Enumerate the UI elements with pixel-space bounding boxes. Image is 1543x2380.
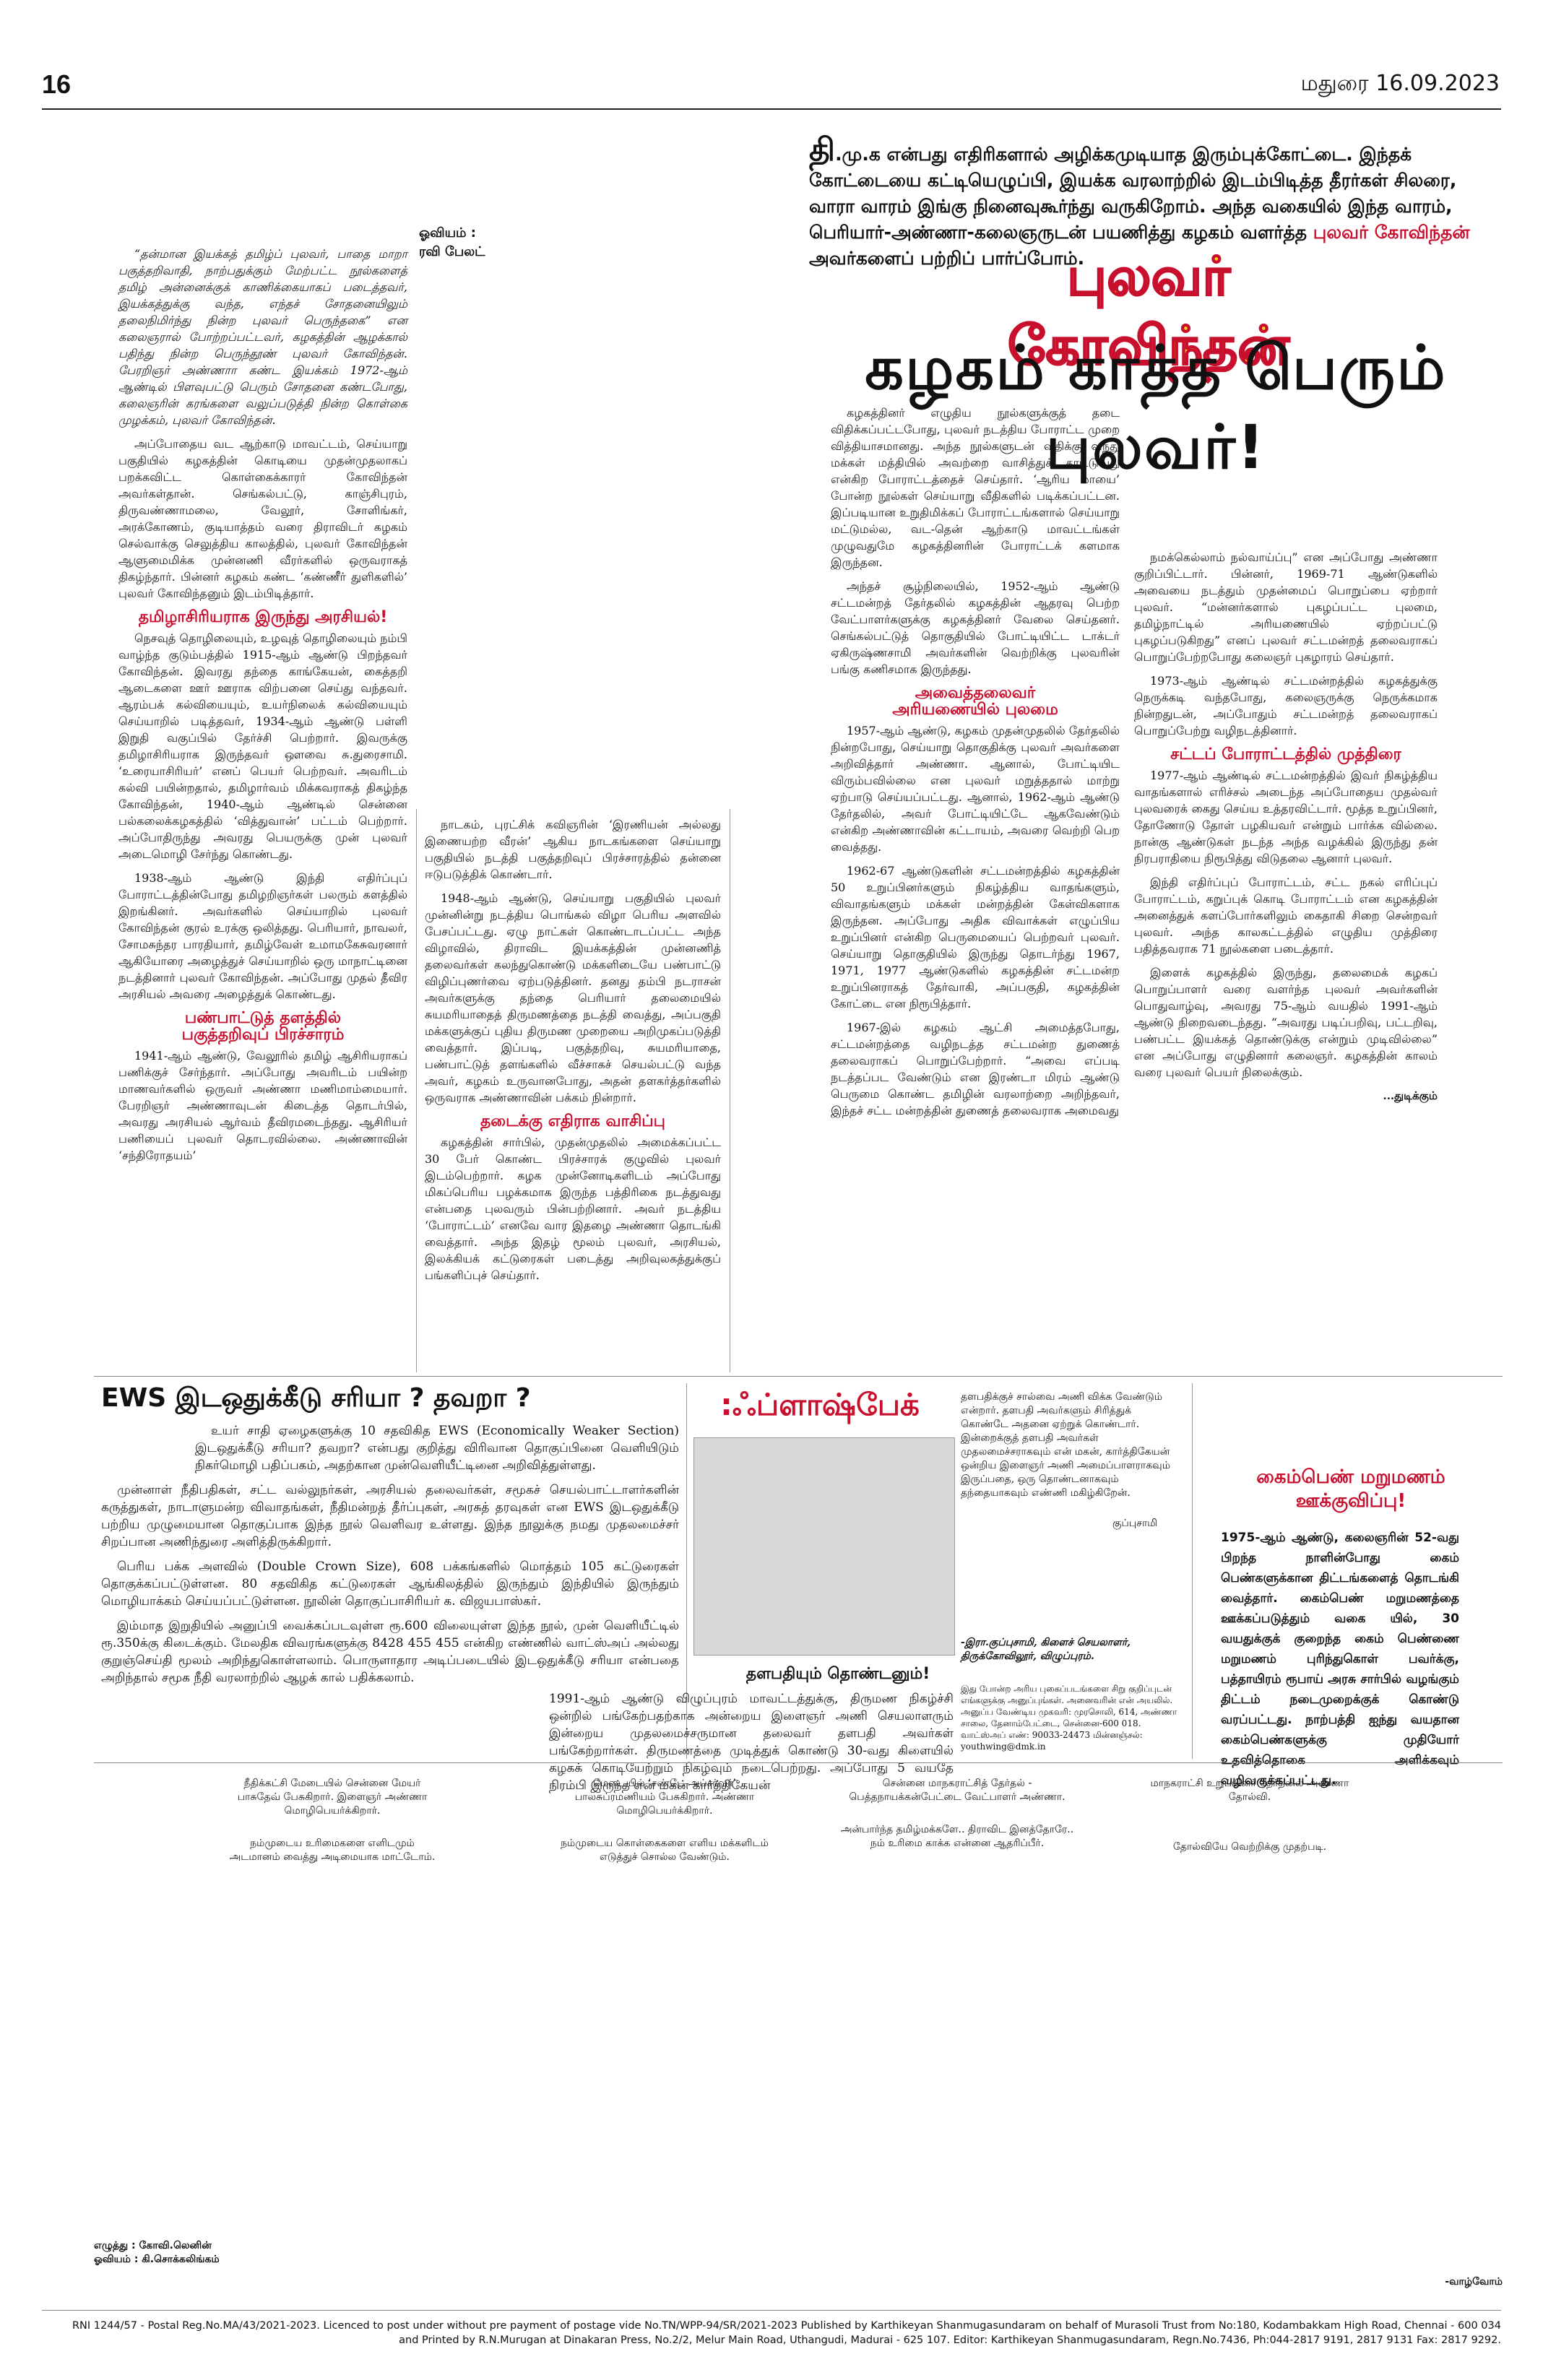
footer-line: and Printed by R.N.Murugan at Dinakaran … xyxy=(399,2334,1501,2346)
intro-tail: அவர்களைப் பற்றிப் பார்ப்போம். xyxy=(809,248,1085,269)
headline-kicker-text: புலவர் கோவிந்தன் xyxy=(1007,245,1290,378)
flashback-subheading: தளபதியும் தொண்டனும்! xyxy=(745,1665,930,1683)
ews-paragraph: பெரிய பக்க அளவில் (Double Crown Size), 6… xyxy=(101,1559,679,1609)
section-rule xyxy=(94,1762,1503,1763)
flashback-byline: -இரா.குப்புசாமி, கிளைச் செயலாளர், திருக்… xyxy=(961,1637,1131,1662)
col4-paragraph: இளைக் கழகத்தில் இருந்து, தலைமைக் கழகப் ப… xyxy=(1134,966,1438,1079)
footer-line: RNI 1244/57 - Postal Reg.No.MA/43/2021-2… xyxy=(72,2320,1501,2332)
ews-paragraph: உயர் சாதி ஏழைகளுக்கு 10 சதவிகித EWS (Eco… xyxy=(195,1424,679,1473)
col1-paragraph: 1938-ஆம் ஆண்டு இந்தி எதிர்ப்புப் போராட்ட… xyxy=(118,871,407,1001)
cartoon-caption: மாநகராட்சி உறுப்பினர் தேர்தலில் அண்ணா தோ… xyxy=(1150,1778,1349,1803)
article-column-3: கழகத்தினர் எழுதிய நூல்களுக்குத் தடை விதி… xyxy=(831,404,1120,1126)
col2-subheading: தடைக்கு எதிராக வாசிப்பு xyxy=(480,1112,666,1130)
footer-rule xyxy=(42,2310,1501,2311)
col4-paragraph: 1973-ஆம் ஆண்டில் சட்டமன்றத்தில் கழகத்துக… xyxy=(1134,674,1438,737)
column-divider xyxy=(416,809,417,1372)
col4-subheading: சட்டப் போராட்டத்தில் முத்திரை xyxy=(1170,745,1401,763)
cartoon-speech: நம்முடைய கொள்கைகளை எளிய மக்களிடம் எடுத்த… xyxy=(561,1838,769,1863)
column-divider xyxy=(1192,1383,1193,1759)
col2-paragraph: நாடகம், புரட்சிக் கவிஞரின் ‘இரணியன் அல்ல… xyxy=(425,818,721,881)
cartoon-caption: சென்னை மாநகராட்சித் தேர்தல் - பெத்தநாயக்… xyxy=(849,1778,1066,1803)
ews-body: உயர் சாதி ஏழைகளுக்கு 10 சதவிகித EWS (Eco… xyxy=(101,1422,679,1474)
cartoon-tail: -வாழ்வோம் xyxy=(1445,2276,1503,2288)
cartoon-panel-1: நீதிக்கட்சி மேடையில் சென்னை மேயர் பாசுதே… xyxy=(224,1777,441,1864)
col1-paragraph: அப்போதைய வட ஆற்காடு மாவட்டம், செய்யாறு ப… xyxy=(118,437,407,600)
flashback-photo xyxy=(693,1437,955,1656)
intro-drop-letter: தி xyxy=(809,131,836,168)
col1-paragraph: நெசவுத் தொழிலையும், உழவுத் தொழிலையும் நம… xyxy=(118,631,407,861)
flashback-story: 1991-ஆம் ஆண்டு விழுப்புரம் மாவட்டத்துக்க… xyxy=(549,1690,954,1794)
cartoon-credits: எழுத்து : கோவி.லெனின் ஓவியம் : கி.சொக்கல… xyxy=(94,2239,220,2267)
flashback-speech: தளபதிக்குச் சால்வை அணி விக்க வேண்டும் என… xyxy=(961,1390,1177,1500)
col3-subheading: அரியணையில் புலமை xyxy=(892,701,1058,719)
cartoon-panel-2: மேடையில் ‘சண்டே அப்சர்வர்’ பாலசுப்ரமணியம… xyxy=(556,1777,773,1864)
col3-paragraph: 1962-67 ஆண்டுகளின் சட்டமன்றத்தில் கழகத்த… xyxy=(831,864,1120,1011)
headline-title: கழகம் காத்த பெரும் புலவர்! xyxy=(865,332,1447,483)
cartoon-speech: நம்முடைய உரிமைகளை எளிடமும் அடமானம் வைத்த… xyxy=(229,1838,436,1863)
col2-paragraph: கழகத்தின் சார்பில், முதன்முதலில் அமைக்கப… xyxy=(425,1135,721,1282)
header-rule xyxy=(42,108,1501,110)
kaimpen-title: கைம்பெண் மறுமணம் ஊக்குவிப்பு! xyxy=(1214,1466,1488,1514)
cartoon-panel-4: மாநகராட்சி உறுப்பினர் தேர்தலில் அண்ணா தோ… xyxy=(1141,1777,1358,1854)
intro-body: .மு.க என்பது எதிரிகளால் அழிக்கமுடியாத இர… xyxy=(809,144,1457,243)
article-column-1: “தன்மான இயக்கத் தமிழ்ப் புலவர், பாதை மாற… xyxy=(118,246,407,1171)
cartoon-artist: ஓவியம் : கி.சொக்கலிங்கம் xyxy=(94,2254,220,2265)
page-number: 16 xyxy=(42,69,72,99)
section-rule xyxy=(94,1376,1503,1377)
flashback-title: :ஃப்ளாஷ்பேக் xyxy=(720,1387,920,1422)
cartoon-speech: தோல்வியே வெற்றிக்கு முதற்படி. xyxy=(1172,1841,1327,1853)
footer-imprint: RNI 1244/57 - Postal Reg.No.MA/43/2021-2… xyxy=(42,2319,1501,2347)
art-credit: ஓவியம் : ரவி பேலட் xyxy=(419,224,485,261)
ews-title: EWS இடஒதுக்கீடு சரியா ? தவறா ? xyxy=(101,1383,531,1413)
art-credit-label: ஓவியம் : xyxy=(419,225,476,241)
col3-paragraph: 1957-ஆம் ஆண்டு, கழகம் முதன்முதலில் தேர்த… xyxy=(831,724,1120,854)
cartoon-strip: நீதிக்கட்சி மேடையில் சென்னை மேயர் பாசுதே… xyxy=(94,1770,1503,2288)
intro-text: தி.மு.க என்பது எதிரிகளால் அழிக்கமுடியாத … xyxy=(809,134,1503,272)
continued-note: ...துடிக்கும் xyxy=(1383,1089,1438,1102)
cartoon-speech: அன்பார்ந்த தமிழ்மக்களே.. திராவிட இனத்தோர… xyxy=(840,1824,1074,1849)
article-column-2: நாடகம், புரட்சிக் கவிஞரின் ‘இரணியன் அல்ல… xyxy=(425,816,721,1291)
col3-paragraph: 1967-இல் கழகம் ஆட்சி அமைத்தபோது, சட்டமன்… xyxy=(831,1021,1120,1117)
col1-subheading: பகுத்தறிவுப் பிரச்சாரம் xyxy=(181,1026,345,1044)
kaimpen-title-line: ஊக்குவிப்பு! xyxy=(1295,1490,1406,1512)
col1-paragraph: 1941-ஆம் ஆண்டு, வேலூரில் தமிழ் ஆசிரியராக… xyxy=(118,1049,407,1162)
ews-paragraph: இம்மாத இறுதியில் அனுப்பி வைக்கப்படவுள்ள … xyxy=(101,1619,679,1685)
cartoon-caption: நீதிக்கட்சி மேடையில் சென்னை மேயர் பாசுதே… xyxy=(237,1778,428,1817)
column-divider xyxy=(686,1383,687,1759)
col4-paragraph: நமக்கெல்லாம் நல்வாய்ப்பு” என அப்போது அண்… xyxy=(1134,550,1438,664)
cartoon-panel-3: சென்னை மாநகராட்சித் தேர்தல் - பெத்தநாயக்… xyxy=(838,1777,1076,1851)
flashback-caption: குப்புசாமி xyxy=(1112,1518,1158,1529)
ews-body-full: முன்னாள் நீதிபதிகள், சட்ட வல்லுநர்கள், அ… xyxy=(101,1481,679,1687)
col3-paragraph: அந்தச் சூழ்நிலையில், 1952-ஆம் ஆண்டு சட்ட… xyxy=(831,579,1120,676)
ews-paragraph: முன்னாள் நீதிபதிகள், சட்ட வல்லுநர்கள், அ… xyxy=(101,1483,679,1549)
kaimpen-text: 1975-ஆம் ஆண்டு, கலைஞரின் 52-வது பிறந்த ந… xyxy=(1221,1531,1459,1788)
intro-highlight: புலவர் கோவிந்தன் xyxy=(1313,222,1470,243)
art-credit-name: ரவி பேலட் xyxy=(419,244,485,259)
col1-subheading: தமிழாசிரியராக இருந்து அரசியல்! xyxy=(138,608,388,626)
col1-subheading: பண்பாட்டுத் தளத்தில் xyxy=(184,1009,342,1027)
flashback-note: இது போன்ற அரிய புகைப்படங்களை சிறு குறிப்… xyxy=(961,1684,1177,1752)
flashback-speech-text: தளபதிக்குச் சால்வை அணி விக்க வேண்டும் என… xyxy=(961,1391,1170,1499)
headline-kicker: புலவர் கோவிந்தன் xyxy=(925,245,1373,378)
col4-paragraph: 1977-ஆம் ஆண்டில் சட்டமன்றத்தில் இவர் நிக… xyxy=(1134,769,1438,865)
flashback-story-text: 1991-ஆம் ஆண்டு விழுப்புரம் மாவட்டத்துக்க… xyxy=(549,1692,954,1793)
col3-subheading: அவைத்தலைவர் xyxy=(915,684,1036,702)
article-column-4: நமக்கெல்லாம் நல்வாய்ப்பு” என அப்போது அண்… xyxy=(1134,549,1438,1104)
ews-section: EWS இடஒதுக்கீடு சரியா ? தவறா ? உயர் சாதி… xyxy=(101,1383,679,1694)
dateline: மதுரை 16.09.2023 xyxy=(1300,71,1500,96)
col3-paragraph: கழகத்தினர் எழுதிய நூல்களுக்குத் தடை விதி… xyxy=(831,406,1120,569)
cartoon-caption: மேடையில் ‘சண்டே அப்சர்வர்’ பாலசுப்ரமணியம… xyxy=(574,1778,755,1817)
col2-paragraph: 1948-ஆம் ஆண்டு, செய்யாறு பகுதியில் புலவர… xyxy=(425,891,721,1104)
kaimpen-title-line: கைம்பெண் மறுமணம் xyxy=(1256,1466,1445,1488)
col1-paragraph: “தன்மான இயக்கத் தமிழ்ப் புலவர், பாதை மாற… xyxy=(118,247,407,427)
cartoon-writer: எழுத்து : கோவி.லெனின் xyxy=(94,2240,212,2251)
col4-paragraph: இந்தி எதிர்ப்புப் போராட்டம், சட்ட நகல் எ… xyxy=(1134,875,1438,956)
